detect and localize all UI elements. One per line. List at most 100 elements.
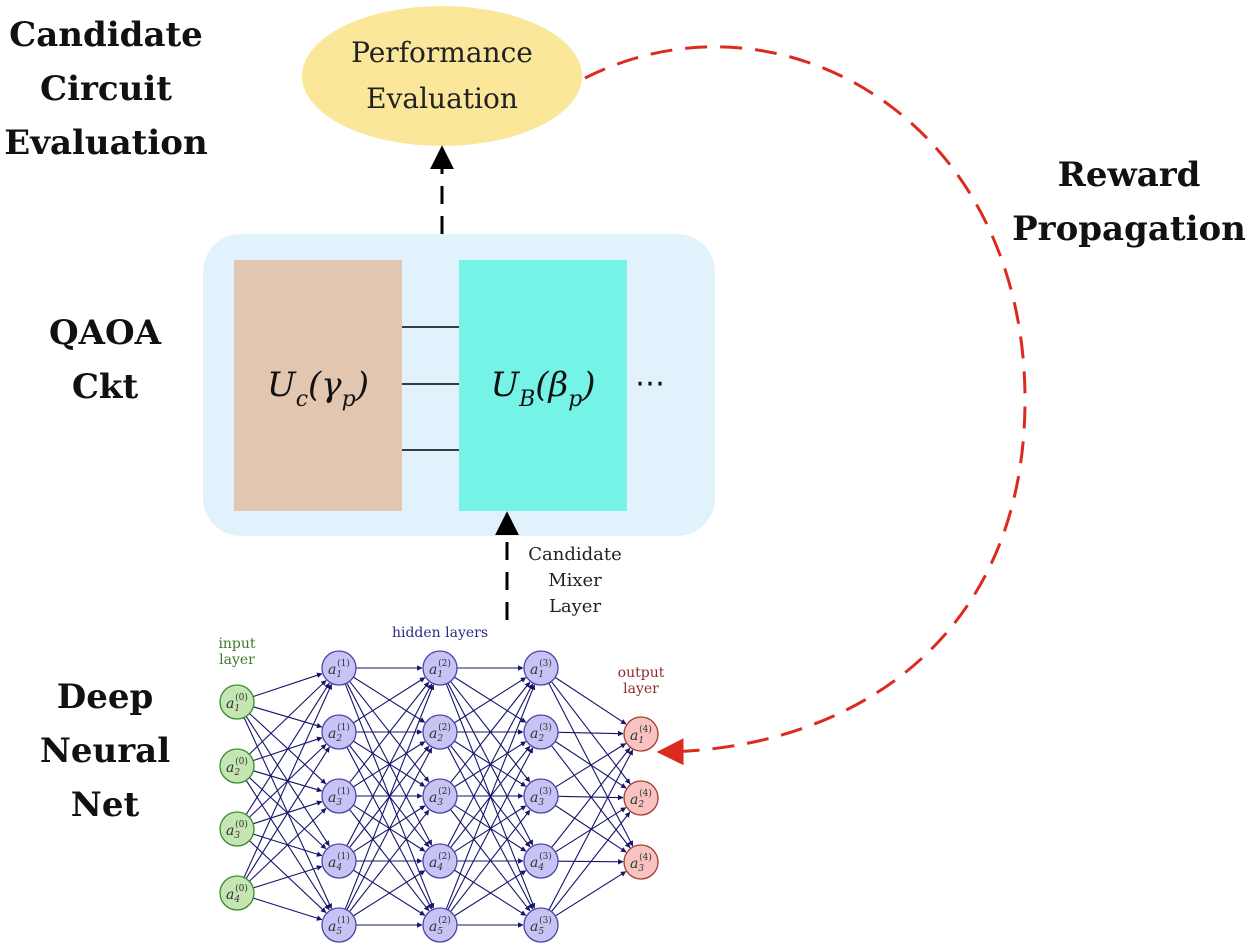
network-edge (551, 811, 631, 912)
node-circle (523, 778, 559, 814)
node-circle (422, 843, 458, 879)
network-node: a2(2) (422, 714, 458, 750)
deep-neural-net-label: Deep Neural Net (20, 670, 190, 832)
network-edge (353, 677, 426, 724)
node-circle (321, 778, 357, 814)
node-label: a4(1) (328, 851, 350, 873)
network-node: a4(1) (321, 843, 357, 879)
node-label: a3(2) (429, 786, 451, 808)
network-node: a5(3) (523, 907, 559, 943)
node-circle (623, 716, 659, 752)
network-edge (548, 749, 634, 911)
reward-propagation-arrow (584, 45, 1027, 766)
node-circle (623, 844, 659, 880)
label-line: Propagation (1012, 209, 1246, 249)
node-circle (321, 650, 357, 686)
network-node: a5(1) (321, 907, 357, 943)
performance-evaluation-node: Performance Evaluation (302, 6, 582, 146)
node-circle (523, 650, 559, 686)
node-label: a2(2) (429, 722, 451, 744)
network-node: a3(1) (321, 778, 357, 814)
network-edge (454, 870, 527, 917)
node-circle (321, 907, 357, 943)
network-edge (450, 809, 531, 912)
label-line: Evaluation (4, 123, 208, 163)
network-node: a3(0) (219, 811, 255, 847)
candidate-mixer-label: Candidate Mixer Layer (528, 544, 622, 617)
node-circle (523, 907, 559, 943)
label-line: QAOA (49, 313, 161, 353)
network-edge (557, 794, 624, 801)
input-layer-label: layer (219, 652, 255, 668)
node-label: a1(4) (630, 724, 652, 746)
network-edge (243, 683, 333, 878)
label-line: Net (70, 785, 140, 825)
circuit-ellipsis: ⋯ (635, 366, 665, 401)
network-edge (346, 683, 433, 847)
output-layer-label: output (618, 665, 665, 681)
candidate-circuit-evaluation-label: Candidate Circuit Evaluation (0, 8, 212, 170)
node-label: a3(3) (530, 786, 552, 808)
network-edge (557, 730, 624, 737)
network-edge (253, 865, 323, 889)
network-node: a1(0) (219, 684, 255, 720)
label-line: Ckt (71, 367, 139, 407)
network-node: a4(2) (422, 843, 458, 879)
qaoa-circuit-panel: Uc(γp) UB(βp) ⋯ (203, 234, 715, 536)
reward-propagation-label: Reward Propagation (1005, 148, 1250, 256)
node-circle (422, 778, 458, 814)
label-line: Candidate (9, 15, 203, 55)
network-edge (551, 747, 631, 848)
node-circle (523, 714, 559, 750)
network-node: a1(2) (422, 650, 458, 686)
network-node: a2(4) (623, 780, 659, 816)
network-edge (245, 746, 330, 879)
evaluation-ellipse (302, 6, 582, 146)
node-label: a3(1) (328, 786, 350, 808)
node-circle (219, 875, 255, 911)
network-edge (450, 681, 531, 783)
network-node: a3(4) (623, 844, 659, 880)
network-nodes: a1(0) a2(0) a3(0) a4(0) a1(1) a2(1) a3(1) a4(1)… (219, 650, 659, 943)
node-label: a2(4) (630, 788, 652, 810)
network-edge (346, 747, 433, 911)
node-circle (422, 650, 458, 686)
network-node: a3(2) (422, 778, 458, 814)
node-label: a1(0) (226, 692, 248, 714)
network-node: a1(1) (321, 650, 357, 686)
network-edge (445, 684, 536, 910)
network-node: a5(2) (422, 907, 458, 943)
node-circle (623, 780, 659, 816)
mixer-line: Layer (549, 596, 602, 617)
network-edge (248, 680, 327, 755)
node-label: a2(3) (530, 722, 552, 744)
network-edge (447, 747, 534, 911)
node-label: a4(0) (226, 883, 248, 905)
network-edge (349, 809, 430, 912)
node-label: a1(2) (429, 658, 451, 680)
network-edge (555, 871, 627, 917)
network-edge (447, 683, 534, 847)
uc-gate-label: Uc(γp) (267, 365, 369, 412)
network-edge (349, 681, 430, 783)
node-label: a5(1) (328, 915, 350, 937)
network-node: a2(3) (523, 714, 559, 750)
network-node: a4(3) (523, 843, 559, 879)
network-layer-labels: input layer hidden layers output layer (218, 625, 664, 697)
network-node: a3(3) (523, 778, 559, 814)
node-circle (321, 843, 357, 879)
node-label: a5(2) (429, 915, 451, 937)
network-edge (253, 897, 323, 921)
node-label: a2(0) (226, 756, 248, 778)
node-circle (422, 907, 458, 943)
node-label: a3(4) (630, 852, 652, 874)
uc-block (234, 260, 402, 511)
node-circle (321, 714, 357, 750)
output-layer-label: layer (623, 681, 659, 697)
ub-gate-label: UB(βp) (490, 365, 595, 412)
node-label: a4(2) (429, 851, 451, 873)
node-label: a3(0) (226, 819, 248, 841)
network-node: a2(1) (321, 714, 357, 750)
network-node: a1(3) (523, 650, 559, 686)
